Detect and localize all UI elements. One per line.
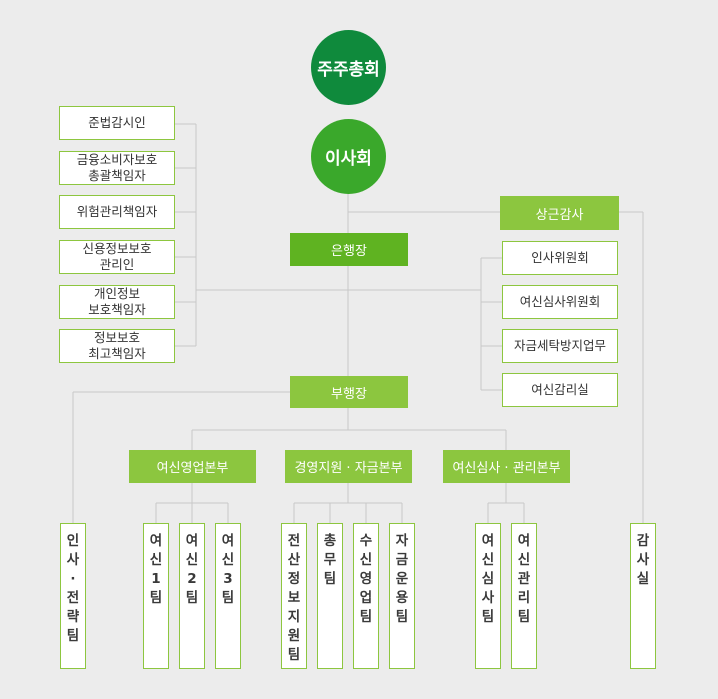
committee-aml: 자금세탁방지업무 [502,329,618,363]
team-char: 팀 [185,590,199,606]
team-char: 팀 [359,609,373,625]
team-char: 관 [517,571,531,587]
team-char: 신 [149,552,163,568]
team-char: 략 [66,609,80,625]
team-char: 팀 [149,590,163,606]
division-credit-review: 여신심사 · 관리본부 [443,450,570,483]
team-char: 여 [149,533,163,549]
team-char: 자 [395,533,409,549]
team-char: 팀 [287,647,301,663]
team-char: 신 [359,552,373,568]
auditor-node: 상근감사 [500,196,619,230]
team-char: · [70,571,76,587]
team-char: 1 [151,571,161,587]
division-credit-sales: 여신영업본부 [129,450,256,483]
team-char: 신 [481,552,495,568]
team-char: 여 [481,533,495,549]
team-char: 3 [223,571,233,587]
board-node: 이사회 [311,119,386,194]
team-char: 전 [66,590,80,606]
team-char: 신 [185,552,199,568]
team-char: 팀 [323,571,337,587]
team-char: 사 [66,552,80,568]
team-char: 사 [636,552,650,568]
president-node: 은행장 [290,233,408,266]
team-char: 수 [359,533,373,549]
committee-credit-audit: 여신감리실 [502,373,618,407]
team-char: 신 [517,552,531,568]
team-char: 영 [359,571,373,587]
officer-infosec: 정보보호 최고책임자 [59,329,175,363]
team-char: 팀 [66,628,80,644]
team-char: 신 [221,552,235,568]
team-char: 인 [66,533,80,549]
team-char: 총 [323,533,337,549]
team-char: 팀 [517,609,531,625]
team-char: 금 [395,552,409,568]
team-char: 팀 [221,590,235,606]
team-char: 산 [287,552,301,568]
team-char: 무 [323,552,337,568]
division-management-funds: 경영지원 · 자금본부 [285,450,412,483]
team-char: 운 [395,571,409,587]
team-char: 감 [636,533,650,549]
team-char: 보 [287,590,301,606]
team-char: 정 [287,571,301,587]
team-char: 팀 [395,609,409,625]
committee-credit-review: 여신심사위원회 [502,285,618,319]
officer-privacy: 개인정보 보호책임자 [59,285,175,319]
team-char: 심 [481,571,495,587]
team-char: 2 [187,571,197,587]
officer-compliance: 준법감시인 [59,106,175,140]
team-char: 사 [481,590,495,606]
team-char: 실 [636,571,650,587]
team-char: 여 [517,533,531,549]
officer-consumer-protection: 금융소비자보호 총괄책임자 [59,151,175,185]
team-char: 업 [359,590,373,606]
officer-risk: 위험관리책임자 [59,195,175,229]
team-char: 전 [287,533,301,549]
team-char: 여 [221,533,235,549]
team-char: 원 [287,628,301,644]
team-char: 리 [517,590,531,606]
shareholders-node: 주주총회 [311,30,386,105]
team-char: 여 [185,533,199,549]
team-char: 용 [395,590,409,606]
team-char: 지 [287,609,301,625]
officer-credit-info: 신용정보보호 관리인 [59,240,175,274]
team-char: 팀 [481,609,495,625]
vice-president-node: 부행장 [290,376,408,408]
committee-hr: 인사위원회 [502,241,618,275]
